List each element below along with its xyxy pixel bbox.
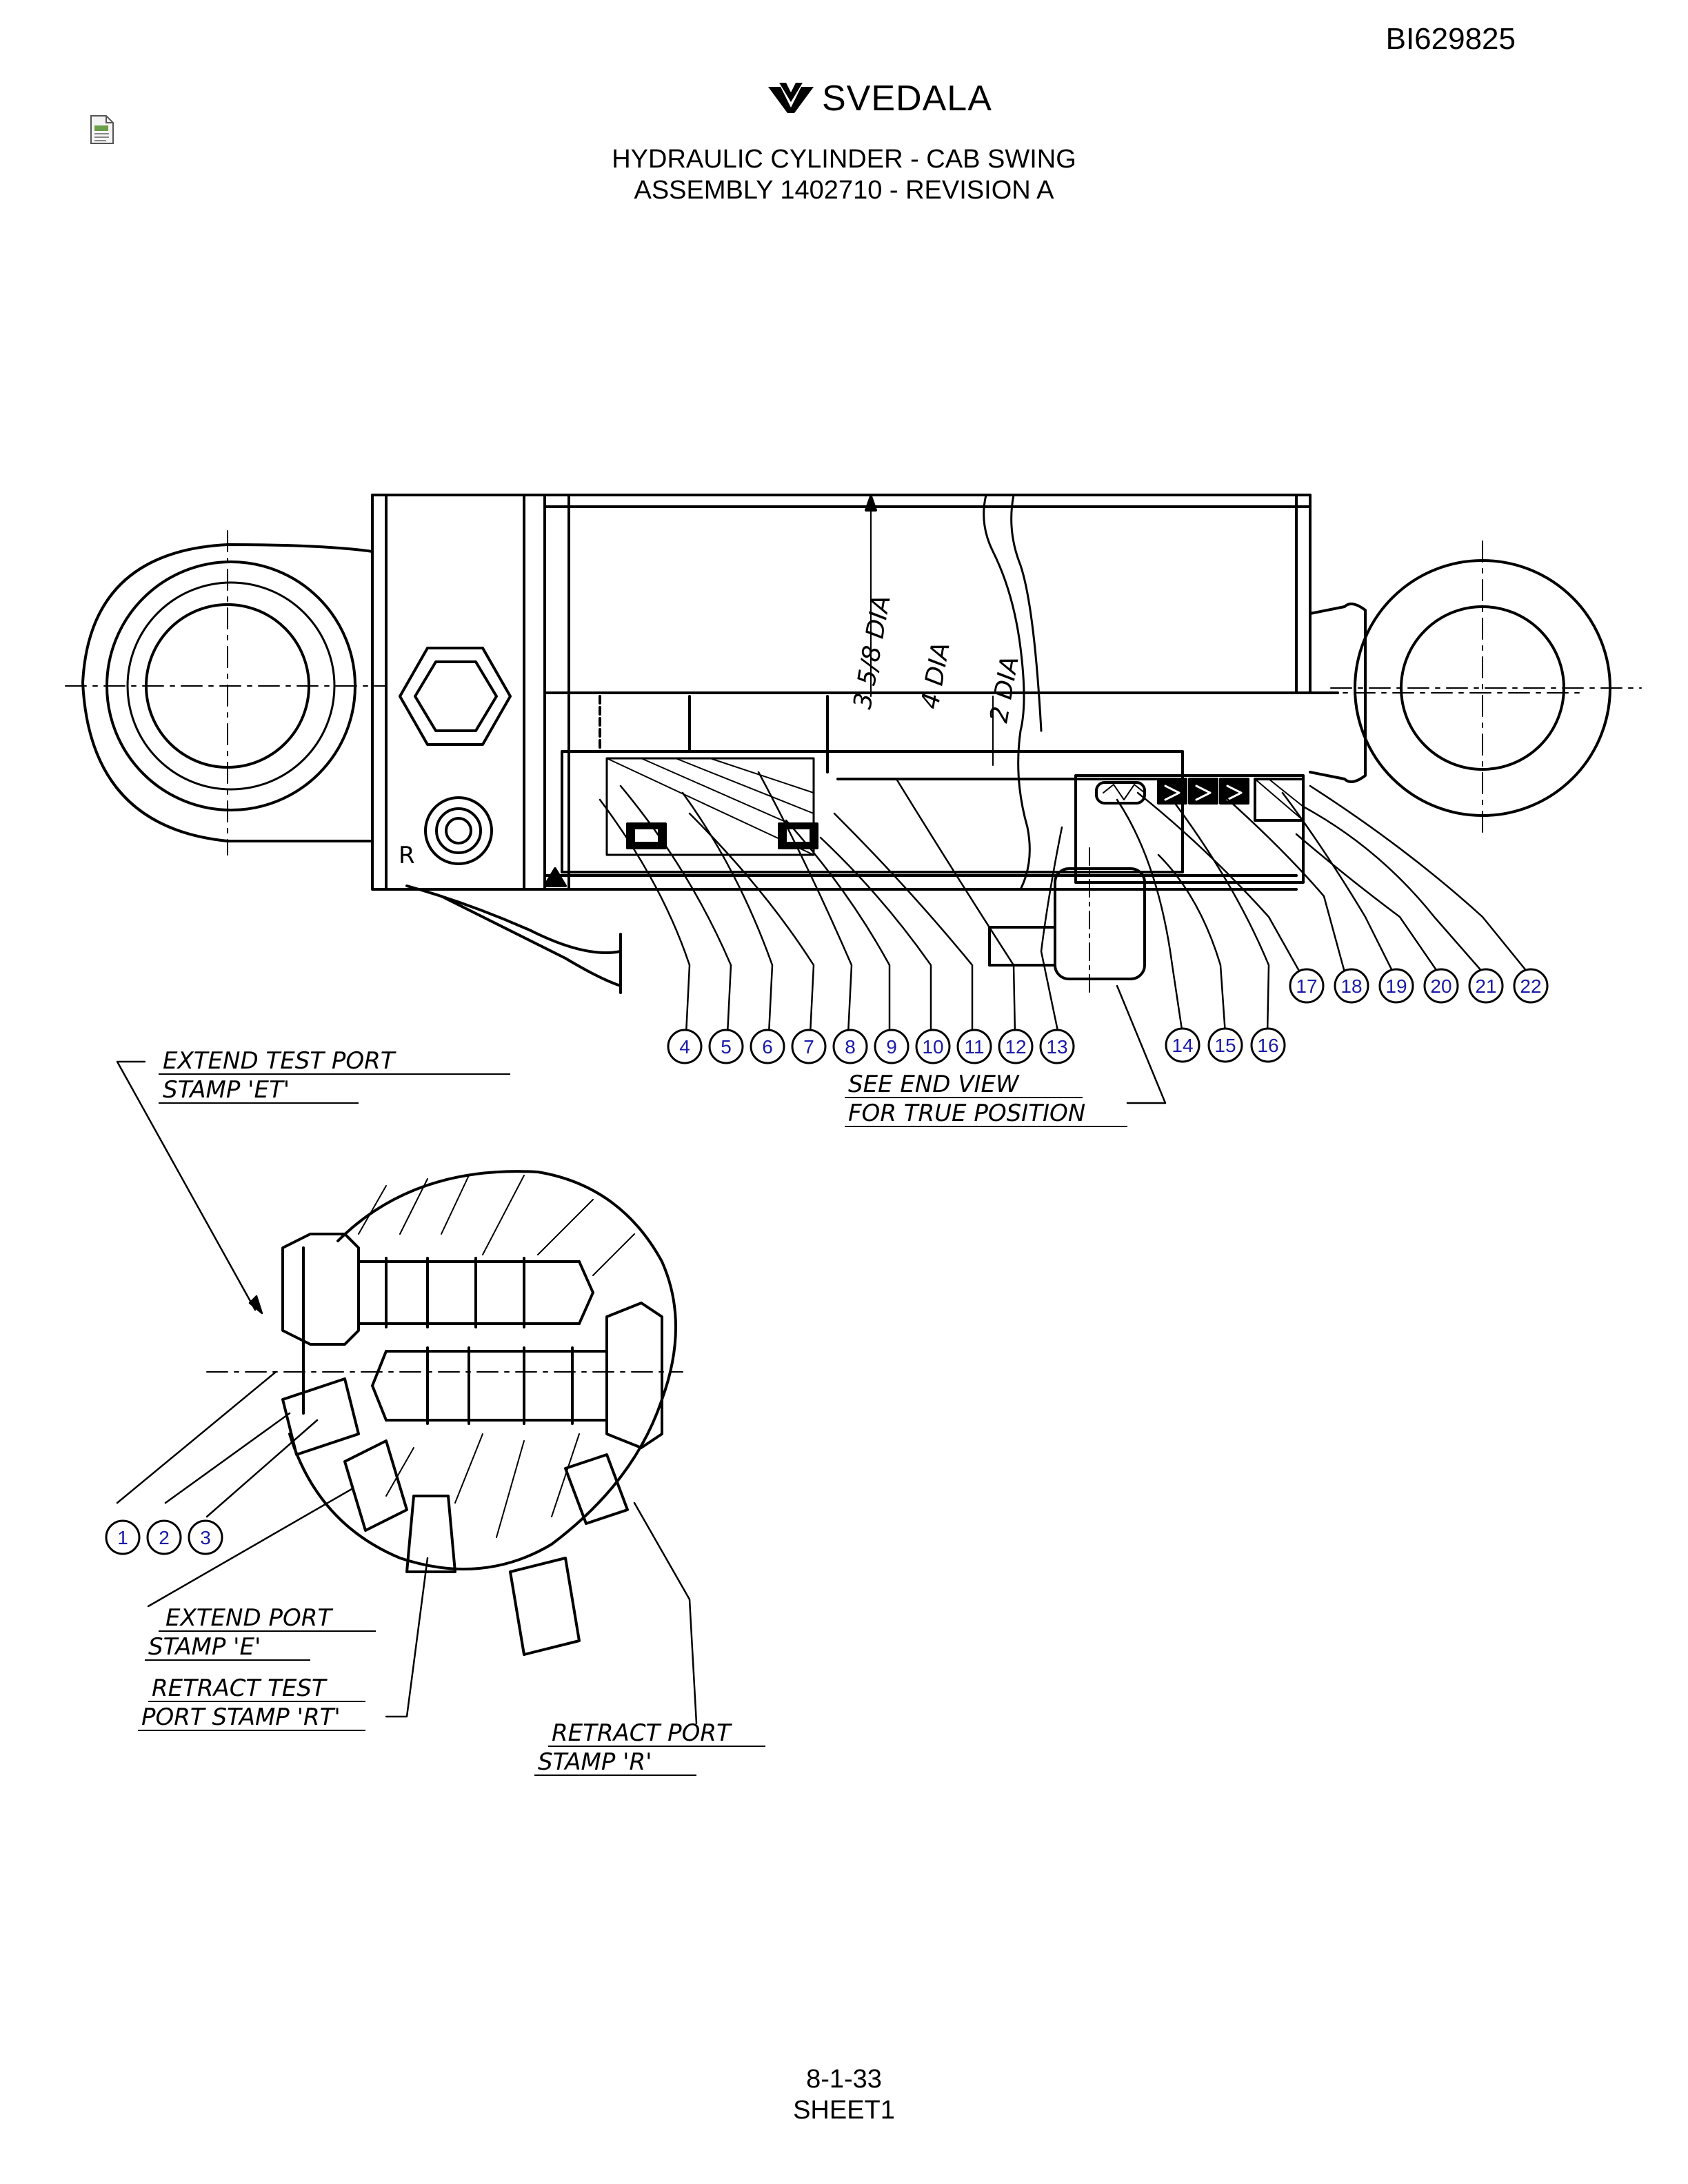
port-r-label: R [399,842,415,869]
page-number: 8-1-33 [806,2065,882,2094]
callout-bubble-3 [188,1519,223,1555]
document-id: BI629825 [1385,22,1516,56]
callout-bubble-6 [750,1029,785,1064]
callout-number-1: 1 [117,1527,128,1548]
callout-bubble-15 [1207,1027,1243,1063]
callout-number-19: 19 [1385,975,1407,997]
note-retract-test-2: PORT STAMP 'RT' [141,1703,341,1731]
callout-bubble-5 [708,1029,744,1064]
callout-bubble-1 [105,1519,141,1555]
callout-bubble-2 [146,1519,182,1555]
callout-bubble-22 [1513,968,1549,1004]
cylinder-barrel [543,494,1587,891]
note-extend-port-2: STAMP 'E' [148,1633,261,1661]
end-view [206,1170,683,1656]
callout-number-22: 22 [1520,975,1541,997]
note-extend-port-1: EXTEND PORT [165,1604,333,1632]
note-retract-port-1: RETRACT PORT [552,1719,732,1747]
right-eye [1309,540,1642,835]
rod-gland-section [988,774,1305,993]
callout-bubble-21 [1468,968,1504,1004]
callout-number-4: 4 [679,1036,690,1058]
callout-number-16: 16 [1257,1035,1278,1056]
callout-bubble-12 [998,1029,1034,1064]
callout-bubble-10 [915,1029,951,1064]
sheet-label: SHEET1 [793,2096,895,2125]
callout-number-15: 15 [1214,1035,1236,1056]
brand-logo: SVEDALA [767,74,992,123]
callout-number-6: 6 [762,1036,773,1058]
callout-number-12: 12 [1005,1036,1026,1058]
dim-outer-label: 4 DIA [916,640,955,711]
callout-bubble-8 [832,1029,868,1064]
callout-bubble-7 [791,1029,827,1064]
callout-bubble-13 [1039,1029,1075,1064]
dim-rod-label: 2 DIA [985,654,1024,725]
callout-bubble-14 [1165,1027,1200,1063]
callout-bubble-18 [1334,968,1369,1004]
callout-number-9: 9 [886,1036,897,1058]
callout-bubble-4 [667,1029,703,1064]
callout-number-5: 5 [721,1036,732,1058]
cap-end-block [371,494,622,994]
note-extend-test-port-1: EXTEND TEST PORT [163,1047,396,1075]
callout-number-11: 11 [964,1036,984,1058]
brand-name: SVEDALA [822,79,992,119]
callout-bubble-11 [956,1029,992,1064]
callout-bubble-17 [1289,968,1325,1004]
note-extend-test-port-2: STAMP 'ET' [163,1076,290,1104]
note-retract-test-1: RETRACT TEST [152,1675,328,1702]
left-eye [65,512,387,880]
note-see-end-view-2: FOR TRUE POSITION [848,1100,1085,1127]
title-line-2: ASSEMBLY 1402710 - REVISION A [634,176,1054,205]
callout-number-8: 8 [845,1036,856,1058]
piston-section [543,695,1184,887]
callout-number-2: 2 [159,1527,170,1548]
callout-bubble-20 [1423,968,1459,1004]
callout-number-20: 20 [1430,975,1451,997]
callout-bubble-19 [1378,968,1414,1004]
callout-number-10: 10 [922,1036,943,1058]
callout-number-3: 3 [200,1527,211,1548]
callout-number-18: 18 [1340,975,1362,997]
callout-number-21: 21 [1475,975,1496,997]
callout-number-13: 13 [1046,1036,1067,1058]
leader-lines-main [599,771,1529,1035]
note-retract-port-2: STAMP 'R' [538,1748,652,1776]
callout-bubble-9 [874,1029,910,1064]
callout-bubble-16 [1250,1027,1286,1063]
svedala-mark-icon [768,83,814,113]
title-line-1: HYDRAULIC CYLINDER - CAB SWING [612,145,1076,174]
notes-group: EXTEND TEST PORT STAMP 'ET' SEE END VIEW… [138,1047,1127,1776]
note-see-end-view-1: SEE END VIEW [848,1071,1020,1098]
callout-number-14: 14 [1172,1035,1193,1056]
callout-number-7: 7 [803,1036,814,1058]
leader-lines-end-view [116,1060,698,1725]
callout-number-17: 17 [1296,975,1317,997]
document-icon [90,115,114,144]
